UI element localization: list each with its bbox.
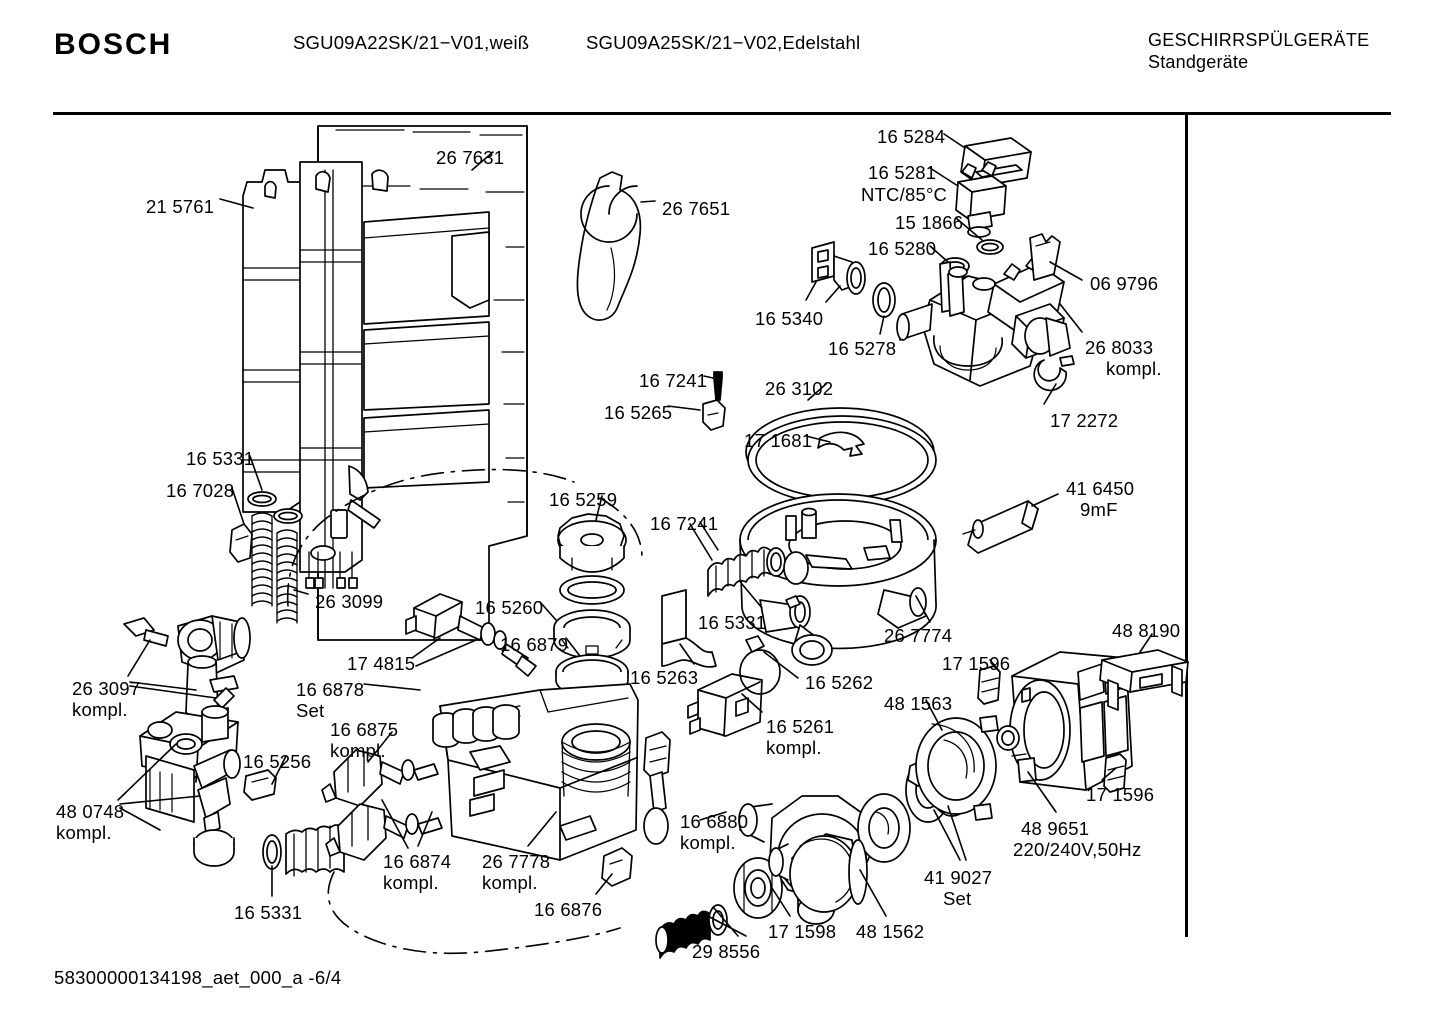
part-callout-c-263102: 26 3102 (765, 378, 834, 399)
part-callout-c-ntc: NTC/85°C (861, 184, 948, 205)
part-callout-c-165263: 16 5263 (630, 667, 699, 688)
springs-and-seals (229, 491, 303, 624)
part-callout-c-167241a: 16 7241 (639, 370, 708, 391)
part-callout-c-171596b: 17 1596 (1086, 784, 1155, 805)
page-header: BOSCH SGU09A22SK/21−V01,weiß SGU09A25SK/… (0, 0, 1442, 95)
part-callout-c-489651b: 220/240V,50Hz (1013, 839, 1142, 860)
part-callout-c-166874: 16 6874 (383, 851, 452, 872)
part-callout-c-263097b: kompl. (72, 699, 128, 720)
part-callout-c-165331c: 16 5331 (234, 902, 303, 923)
part-callout-c-165261: 16 5261 (766, 716, 835, 737)
part-callout-c-165340: 16 5340 (755, 308, 824, 329)
part-callout-c-165331a: 16 5331 (186, 448, 255, 469)
part-callout-c-172272: 17 2272 (1050, 410, 1119, 431)
part-callout-c-166875b: kompl. (330, 740, 386, 761)
part-callout-c-416450: 41 6450 (1066, 478, 1135, 499)
part-callout-c-166880: 16 6880 (680, 811, 749, 832)
part-callout-c-267774: 26 7774 (884, 625, 953, 646)
part-callout-c-165265: 16 5265 (604, 402, 673, 423)
frame-top-rule (53, 112, 1391, 115)
part-callout-c-267778b: kompl. (482, 872, 538, 893)
capacitor (962, 500, 1039, 554)
part-callout-c-171598: 17 1598 (768, 921, 837, 942)
part-callout-c-167241b: 16 7241 (650, 513, 719, 534)
part-callout-c-174815: 17 4815 (347, 653, 416, 674)
part-callout-c-165281: 16 5281 (868, 162, 937, 183)
hose-bellows-lower-left (262, 824, 345, 877)
part-callout-c-165280: 16 5280 (868, 238, 937, 259)
part-callout-c-481562: 48 1562 (856, 921, 925, 942)
hose-bellows-middle (707, 546, 809, 609)
part-callout-c-166874b: kompl. (383, 872, 439, 893)
leader-lines (117, 133, 1153, 937)
part-callout-c-165256: 16 5256 (243, 751, 312, 772)
part-callout-c-165262: 16 5262 (805, 672, 874, 693)
part-callout-c-263097: 26 3097 (72, 678, 141, 699)
frame-vertical-divider (1185, 114, 1188, 937)
part-callout-c-480748: 48 0748 (56, 801, 125, 822)
model-label-1: SGU09A22SK/21−V01,weiß (293, 32, 530, 53)
softener-assembly (123, 615, 277, 867)
category-label: GESCHIRRSPÜLGERÄTE (1148, 30, 1370, 50)
part-callout-c-481563: 48 1563 (884, 693, 953, 714)
part-callout-c-165278: 16 5278 (828, 338, 897, 359)
bosch-logo: BOSCH (54, 28, 173, 61)
part-callout-c-165259: 16 5259 (549, 489, 618, 510)
part-callout-c-480748b: kompl. (56, 822, 112, 843)
part-callout-c-166875: 16 6875 (330, 719, 399, 740)
filter-stack (553, 513, 631, 698)
part-callout-c-268033: 26 8033 (1085, 337, 1154, 358)
part-callout-c-268033b: kompl. (1106, 358, 1162, 379)
part-callout-c-167028: 16 7028 (166, 480, 235, 501)
part-callout-c-166878b: Set (296, 700, 325, 721)
part-callout-c-488190: 48 8190 (1112, 620, 1181, 641)
drawing-id-footer: 58300000134198_aet_000_a -6/4 (54, 967, 342, 988)
model-label-2: SGU09A25SK/21−V02,Edelstahl (586, 32, 861, 53)
part-callout-c-165331b: 16 5331 (698, 612, 767, 633)
part-callout-c-267778: 26 7778 (482, 851, 551, 872)
part-callout-c-267631: 26 7631 (436, 147, 505, 168)
heater-element (643, 731, 671, 845)
part-callout-c-166878: 16 6878 (296, 679, 365, 700)
part-callout-c-489651: 48 9651 (1021, 818, 1090, 839)
part-callout-c-166879: 16 6879 (500, 634, 569, 655)
rinse-aid-dispenser (576, 171, 642, 321)
part-callout-c-298556: 29 8556 (692, 941, 761, 962)
part-callout-c-171596a: 17 1596 (942, 653, 1011, 674)
subcategory-label: Standgeräte (1148, 52, 1249, 72)
part-callout-c-165260: 16 5260 (475, 597, 544, 618)
part-callout-c-263099: 26 3099 (315, 591, 384, 612)
part-callout-c-215761: 21 5761 (146, 196, 215, 217)
assembly-boundary (286, 468, 643, 955)
part-callout-c-151866: 15 1866 (895, 212, 964, 233)
part-callout-c-165261b: kompl. (766, 737, 822, 758)
part-callout-c-165284: 16 5284 (877, 126, 946, 147)
part-callout-c-419027b: Set (943, 888, 972, 909)
part-callout-c-416450b: 9mF (1080, 499, 1118, 520)
part-callout-c-166880b: kompl. (680, 832, 736, 853)
part-callout-c-419027: 41 9027 (924, 867, 993, 888)
part-callout-c-069796: 06 9796 (1090, 273, 1159, 294)
part-callout-c-166876: 16 6876 (534, 899, 603, 920)
door-panel-assembly (242, 125, 528, 641)
part-callout-c-267651: 26 7651 (662, 198, 731, 219)
part-callout-c-171681: 17 1681 (744, 430, 813, 451)
